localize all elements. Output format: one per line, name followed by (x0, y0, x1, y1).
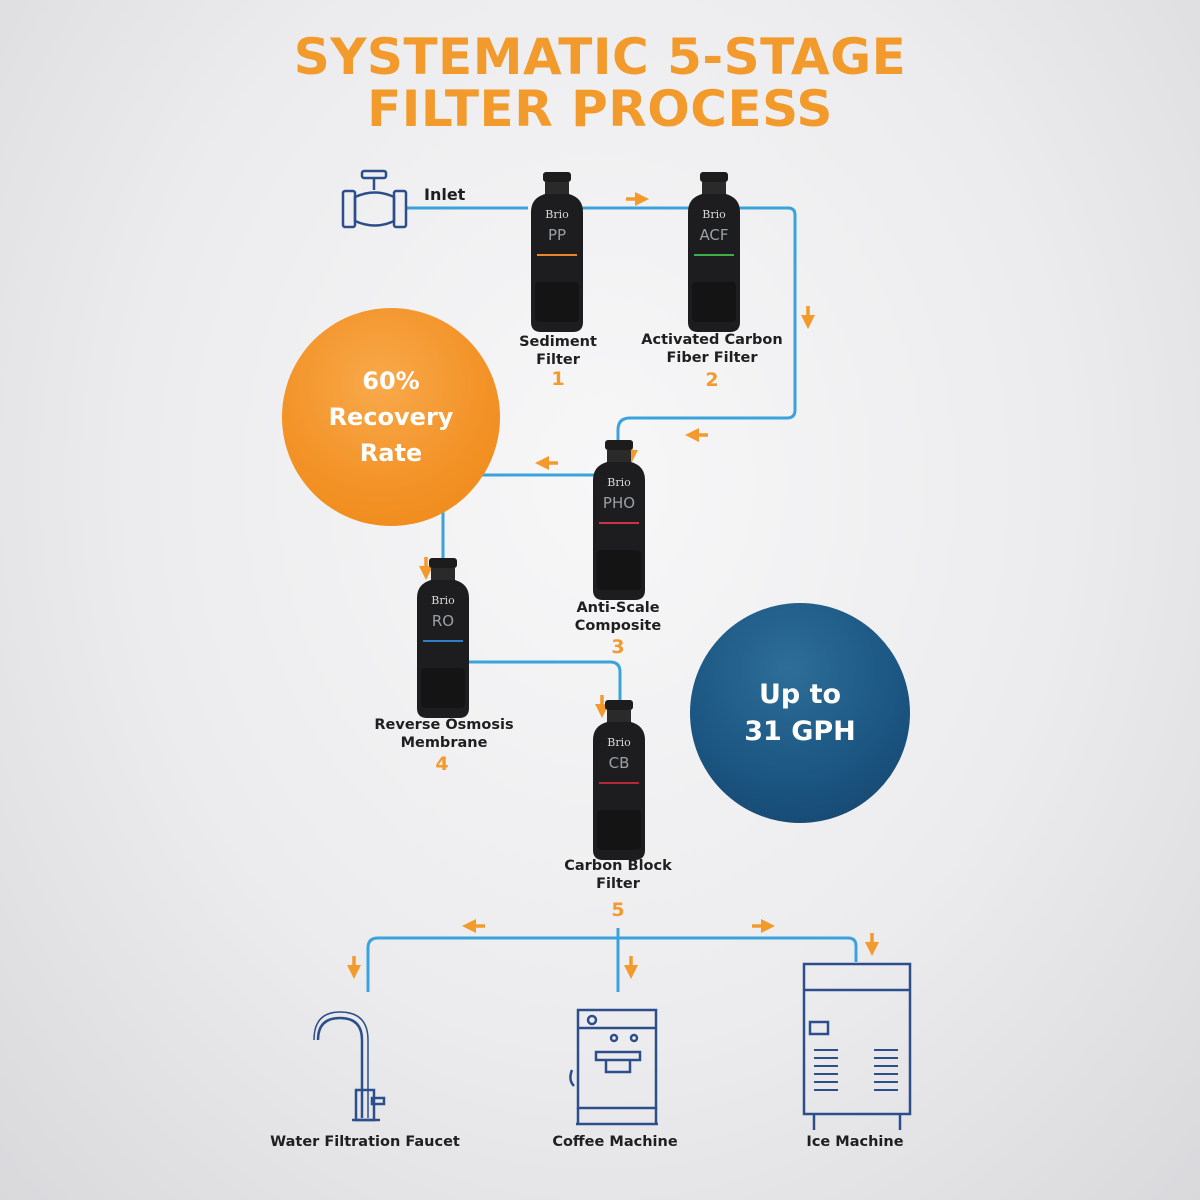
capacity-badge: Up to 31 GPH (690, 603, 910, 823)
filter-code: ACF (699, 226, 728, 244)
capacity-value: 31 GPH (744, 716, 856, 747)
recovery-word: Recovery (328, 403, 454, 431)
filter-code: PP (548, 226, 566, 244)
output-label-coffee: Coffee Machine (552, 1134, 678, 1150)
filter-code: CB (609, 754, 630, 772)
stage-4-number: 4 (435, 753, 449, 775)
title-line-2: FILTER PROCESS (367, 80, 833, 138)
filter-cartridge-5: Brio CB (589, 700, 649, 864)
stage-5-number: 5 (611, 899, 625, 921)
brand-text: Brio (702, 208, 726, 221)
pipe-4-to-5 (468, 660, 622, 708)
rate-word: Rate (359, 439, 423, 467)
output-label-faucet: Water Filtration Faucet (270, 1134, 460, 1150)
filter-code: RO (432, 612, 454, 630)
brand-text: Brio (431, 594, 455, 607)
output-label-ice: Ice Machine (806, 1134, 904, 1150)
stage-2-number: 2 (705, 369, 719, 391)
inlet-label: Inlet (424, 185, 466, 204)
stage-1-number: 1 (551, 368, 565, 390)
filter-cartridge-3: Brio PHO (589, 440, 649, 604)
stage-3-number: 3 (611, 636, 625, 658)
title-line-1: SYSTEMATIC 5-STAGE (293, 28, 907, 86)
filter-band (599, 522, 639, 524)
filter-cartridge-2: Brio ACF (684, 172, 744, 336)
capacity-prefix: Up to (758, 679, 842, 710)
brand-text: Brio (607, 476, 631, 489)
inlet-valve-icon (341, 169, 408, 229)
brand-text: Brio (545, 208, 569, 221)
filter-band (423, 640, 463, 642)
brand-text: Brio (607, 736, 631, 749)
pipe-distribution (366, 936, 858, 992)
recovery-value: 60% (362, 367, 420, 395)
filter-band (694, 254, 734, 256)
recovery-rate-badge: 60% Recovery Rate (282, 308, 500, 526)
filter-cartridge-4: Brio RO (413, 558, 473, 722)
pipe-2-to-3 (616, 206, 797, 450)
filter-cartridge-1: Brio PP (527, 172, 587, 336)
filter-band (599, 782, 639, 784)
filter-band (537, 254, 577, 256)
filter-code: PHO (603, 494, 635, 512)
